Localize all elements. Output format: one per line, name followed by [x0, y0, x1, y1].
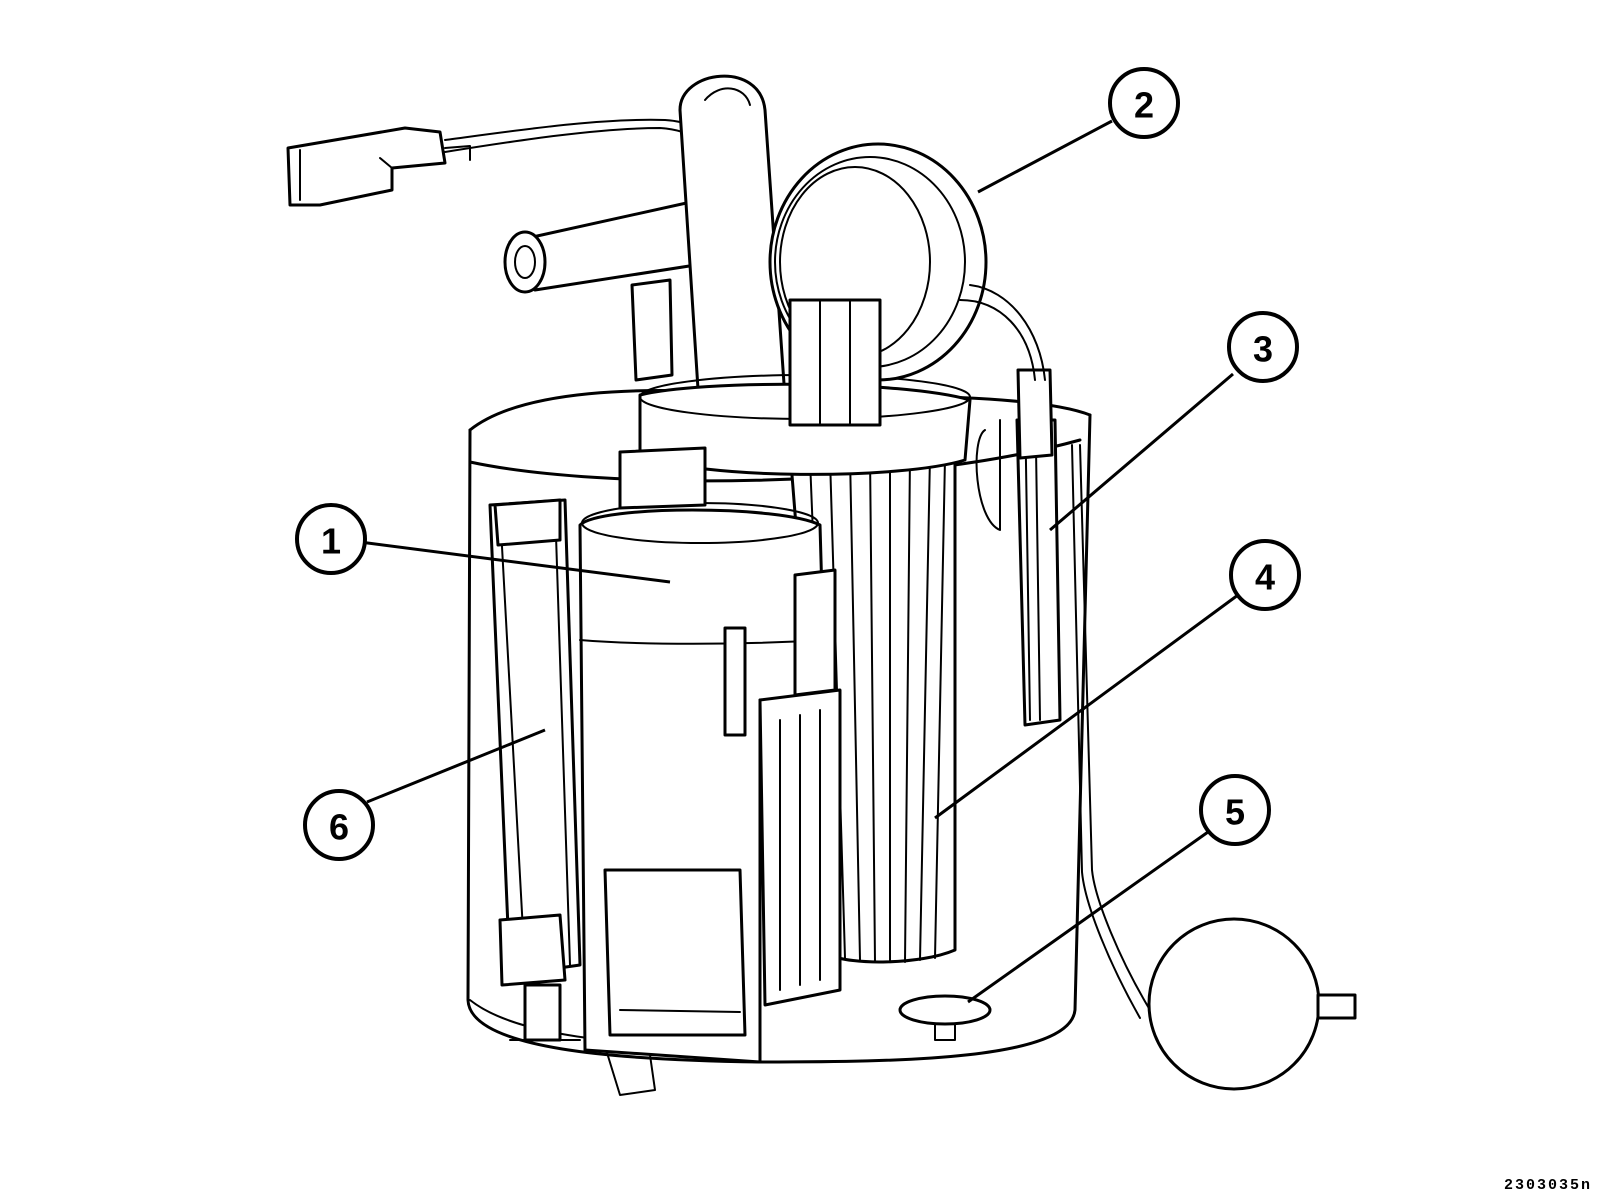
- nozzle: [630, 278, 674, 382]
- leader-line-6: [366, 728, 546, 804]
- electrical-connector: [286, 118, 741, 207]
- leader-line-2: [977, 119, 1113, 194]
- float-assembly: [1071, 444, 1357, 1091]
- leader-line-3: [1049, 372, 1234, 532]
- pressure-regulator: [768, 142, 988, 427]
- callout-label-4: 4: [1255, 557, 1275, 598]
- jet-pump-channel: [488, 498, 582, 1042]
- leader-lines: [359, 119, 1239, 1004]
- figure-id: 2303035n: [1503, 1177, 1592, 1194]
- callout-label-2: 2: [1134, 85, 1154, 126]
- callout-4: 4: [1229, 539, 1301, 611]
- callout-2: 2: [1108, 67, 1180, 139]
- callout-label-5: 5: [1225, 792, 1245, 833]
- callout-3: 3: [1227, 311, 1299, 383]
- callout-5: 5: [1199, 774, 1271, 846]
- callout-label-1: 1: [321, 521, 341, 562]
- float: [1147, 917, 1321, 1091]
- main-hose: [678, 74, 792, 472]
- leader-line-5: [967, 830, 1209, 1004]
- outlet-tube: [503, 198, 717, 294]
- inlet-strainer: [898, 994, 992, 1041]
- callout-6: 6: [303, 789, 375, 861]
- callout-label-3: 3: [1253, 329, 1273, 370]
- leader-line-4: [934, 593, 1239, 820]
- callout-1: 1: [295, 503, 367, 575]
- callout-label-6: 6: [329, 807, 349, 848]
- leader-line-1: [359, 540, 671, 584]
- level-sender: [959, 284, 1062, 727]
- fuel-pump: [578, 446, 842, 1064]
